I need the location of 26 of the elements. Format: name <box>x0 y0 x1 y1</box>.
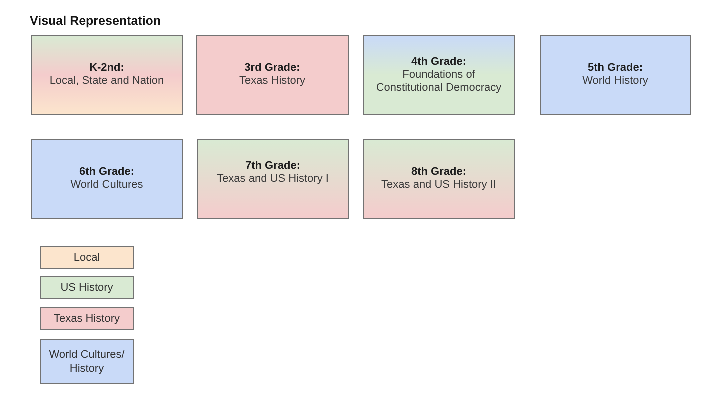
course-title: World Cultures <box>70 179 144 192</box>
grade-heading: 6th Grade: <box>79 166 134 179</box>
course-title: Texas History <box>239 75 306 88</box>
diagram-title: Visual Representation <box>30 14 162 29</box>
grade-heading: 7th Grade: <box>245 160 300 173</box>
legend-label: US History <box>60 280 114 294</box>
grade-box <box>363 139 515 219</box>
grade-box <box>363 35 515 115</box>
grade-heading: 5th Grade: <box>588 62 643 75</box>
course-title: Foundations of Constitutional Democracy <box>375 68 503 94</box>
grade-box <box>540 35 691 115</box>
course-title: World History <box>582 75 648 88</box>
grade-box <box>197 139 349 219</box>
grade-heading: K-2nd: <box>90 62 124 75</box>
legend-label: Local <box>74 250 100 264</box>
grade-heading: 8th Grade: <box>411 166 466 179</box>
grade-box <box>196 35 349 115</box>
legend-label: Texas History <box>54 312 120 326</box>
grade-box <box>31 139 183 219</box>
course-title: Texas and US History I <box>217 173 329 186</box>
course-title: Texas and US History II <box>382 179 496 192</box>
grade-heading: 3rd Grade: <box>244 62 300 75</box>
grade-heading: 4th Grade: <box>411 56 466 68</box>
grade-box <box>31 35 183 115</box>
course-title: Local, State and Nation <box>50 75 164 88</box>
legend-label: World Cultures/ History <box>48 348 126 376</box>
